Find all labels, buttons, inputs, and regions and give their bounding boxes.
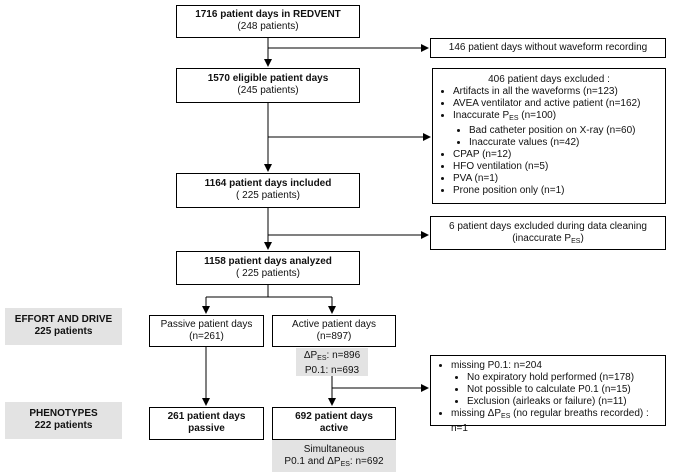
active-n: (n=897)	[316, 331, 352, 342]
active-note-dpes: ΔPES: n=896	[303, 350, 361, 362]
excluded-item-avea: AVEA ventilator and active patient (n=16…	[453, 98, 657, 110]
active-note-p01: P0.1: n=693	[304, 365, 360, 376]
final-active-line1: 692 patient days	[295, 411, 373, 422]
redvent-sub: (248 patients)	[237, 21, 299, 32]
excluded-item-hfo: HFO ventilation (n=5)	[453, 161, 657, 173]
effort-label: EFFORT AND DRIVE 225 patients	[5, 308, 122, 345]
no-waveform-text: 146 patient days without waveform record…	[448, 42, 648, 53]
cleaning-box: 6 patient days excluded during data clea…	[430, 216, 666, 250]
passive-title: Passive patient days	[160, 319, 253, 330]
analyzed-title: 1158 patient days analyzed	[204, 256, 332, 267]
phenotypes-sub: 222 patients	[34, 420, 93, 431]
eligible-sub: (245 patients)	[237, 85, 299, 96]
excluded-item-inaccurate: Inaccurate PES (n=100) Bad catheter posi…	[453, 110, 657, 149]
eligible-box: 1570 eligible patient days (245 patients…	[176, 68, 360, 103]
phenotypes-title: PHENOTYPES	[29, 408, 98, 419]
missing-box: missing P0.1: n=204 No expiratory hold p…	[430, 355, 666, 434]
redvent-title: 1716 patient days in REDVENT	[195, 9, 341, 20]
passive-n: (n=261)	[189, 331, 224, 342]
effort-sub: 225 patients	[34, 326, 93, 337]
included-title: 1164 patient days included	[204, 178, 332, 189]
no-waveform-box: 146 patient days without waveform record…	[430, 38, 666, 58]
analyzed-sub: ( 225 patients)	[236, 268, 300, 279]
final-passive-line2: passive	[188, 423, 225, 434]
active-title: Active patient days	[292, 319, 376, 330]
simultaneous-line1: Simultaneous	[303, 444, 365, 455]
phenotypes-label: PHENOTYPES 222 patients	[5, 402, 122, 439]
excluded-box: 406 patient days excluded : Artifacts in…	[432, 68, 666, 204]
final-passive-line1: 261 patient days	[167, 411, 246, 422]
excluded-item-pva: PVA (n=1)	[453, 173, 657, 185]
excluded-item-inaccurate-values: Inaccurate values (n=42)	[469, 137, 657, 149]
excluded-item-catheter: Bad catheter position on X-ray (n=60)	[469, 125, 657, 137]
included-sub: ( 225 patients)	[236, 190, 300, 201]
missing-p01: missing P0.1: n=204 No expiratory hold p…	[451, 360, 657, 408]
excluded-list: Artifacts in all the waveforms (n=123) A…	[441, 86, 657, 197]
simultaneous-line2: P0.1 and ΔPES: n=692	[284, 456, 384, 468]
passive-box: Passive patient days (n=261)	[149, 315, 264, 347]
final-active-line2: active	[319, 423, 349, 434]
redvent-box: 1716 patient days in REDVENT (248 patien…	[176, 5, 360, 38]
final-active-box: 692 patient days active	[272, 407, 396, 440]
missing-not-possible: Not possible to calculate P0.1 (n=15)	[467, 384, 657, 396]
final-passive-box: 261 patient days passive	[149, 407, 264, 440]
missing-no-hold: No expiratory hold performed (n=178)	[467, 372, 657, 384]
included-box: 1164 patient days included ( 225 patient…	[176, 173, 360, 208]
excluded-item-cpap: CPAP (n=12)	[453, 149, 657, 161]
cleaning-line2: (inaccurate PES)	[512, 233, 584, 245]
missing-exclusion: Exclusion (airleaks or failure) (n=11)	[467, 396, 657, 408]
excluded-item-artifacts: Artifacts in all the waveforms (n=123)	[453, 86, 657, 98]
excluded-title: 406 patient days excluded :	[488, 74, 610, 85]
eligible-title: 1570 eligible patient days	[207, 73, 329, 84]
active-note: ΔPES: n=896 P0.1: n=693	[296, 348, 368, 376]
active-box: Active patient days (n=897)	[272, 315, 396, 347]
cleaning-line1: 6 patient days excluded during data clea…	[449, 221, 647, 232]
missing-list: missing P0.1: n=204 No expiratory hold p…	[439, 360, 657, 435]
missing-dpes: missing ΔPES (no regular breaths recorde…	[451, 408, 657, 435]
excluded-item-prone: Prone position only (n=1)	[453, 185, 657, 197]
simultaneous-note: Simultaneous P0.1 and ΔPES: n=692	[272, 440, 396, 472]
effort-title: EFFORT AND DRIVE	[14, 314, 113, 325]
analyzed-box: 1158 patient days analyzed ( 225 patient…	[176, 251, 360, 285]
